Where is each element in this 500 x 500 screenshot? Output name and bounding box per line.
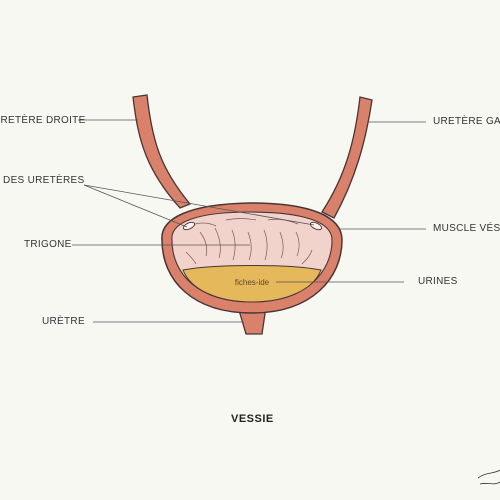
urine-fill: [182, 265, 322, 303]
label-trigone: TRIGONE: [24, 239, 72, 250]
leader-lines: [72, 119, 426, 323]
diagram-title: VESSIE: [231, 413, 274, 425]
ureter-orifice-left: [309, 221, 323, 231]
watermark-text: fiches-ide: [235, 278, 270, 287]
label-ureter-orifices: S DES URETÈRES: [0, 175, 85, 186]
signature-scribble: [477, 469, 500, 485]
label-urethra: URÈTRE: [42, 316, 85, 327]
label-muscle: MUSCLE VÉSICA: [433, 223, 500, 234]
label-ureter-right: URETÈRE DROITE: [0, 115, 86, 126]
ureter-right-shape: [132, 94, 192, 209]
label-urine: URINES: [418, 276, 458, 287]
ureter-orifice-right: [182, 221, 196, 231]
ureter-left-shape: [321, 96, 373, 219]
label-ureter-left: URETÈRE GAUC: [433, 116, 500, 127]
